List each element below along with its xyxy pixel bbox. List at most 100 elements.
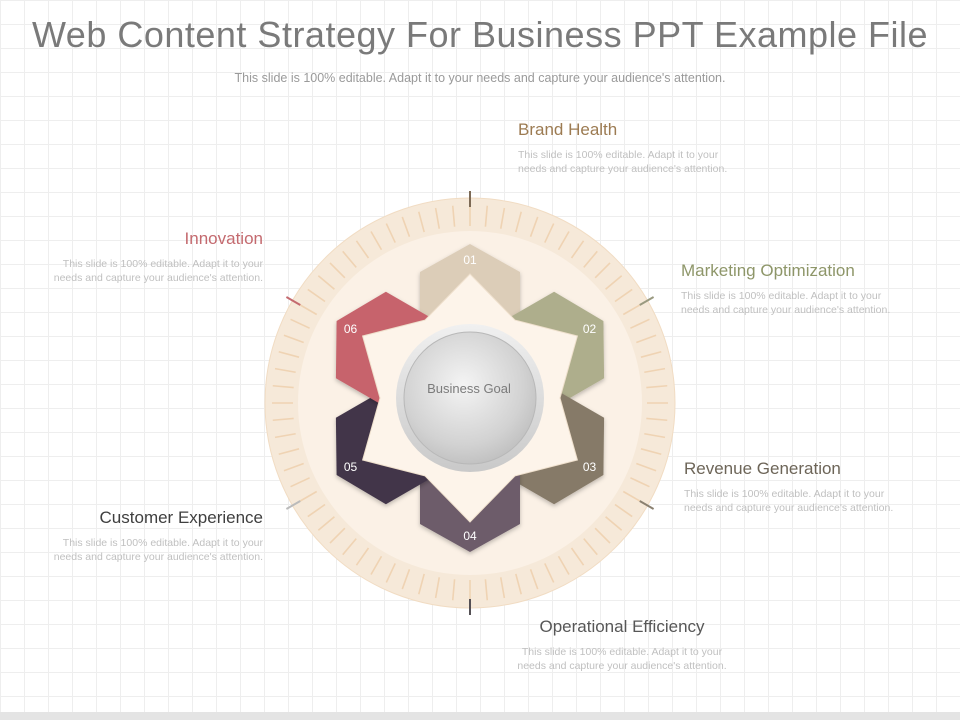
label-customer-experience: Customer Experience This slide is 100% e…: [33, 508, 263, 564]
ring-tick: [401, 216, 411, 237]
ring-tick: [644, 432, 666, 439]
ring-tick: [451, 205, 456, 227]
ring-tick: [594, 527, 611, 544]
ring-tick: [451, 579, 456, 601]
ring-tick: [636, 334, 657, 344]
ring-tick: [594, 262, 611, 279]
ring-tick: [499, 207, 506, 229]
ring-tick: [370, 555, 383, 575]
segment-03-number: 03: [583, 460, 597, 474]
label-operational-efficiency: Operational Efficiency This slide is 100…: [509, 617, 735, 673]
ring-tick: [640, 350, 662, 358]
label-brand-health: Brand Health This slide is 100% editable…: [518, 120, 748, 176]
ring-tick: [557, 231, 570, 251]
ring-tick: [290, 477, 310, 488]
ring-tick: [644, 367, 666, 374]
ring-tick: [646, 384, 668, 389]
ring-tick: [570, 240, 585, 259]
ring-tick: [614, 503, 633, 518]
ring-marker: [639, 296, 655, 306]
ring-tick: [307, 503, 326, 518]
ring-tick: [417, 211, 425, 233]
ring-tick: [622, 303, 642, 316]
ring-marker: [639, 500, 655, 510]
ring-tick: [630, 477, 650, 488]
ring-tick: [342, 538, 357, 556]
ring-tick: [317, 516, 335, 531]
ring-tick: [499, 577, 506, 599]
ring-tick: [544, 223, 555, 243]
ring-tick: [570, 547, 585, 566]
business-goal-circle: [403, 331, 537, 465]
ring-tick: [583, 538, 598, 556]
ring-tick: [274, 432, 296, 439]
ring-tick: [544, 563, 555, 583]
ring-tick: [385, 563, 396, 583]
ring-tick: [434, 207, 441, 229]
ring-tick: [329, 262, 346, 279]
segment-04-number: 04: [463, 529, 477, 543]
label-revenue-generation: Revenue Generation This slide is 100% ed…: [684, 459, 914, 515]
slide-subtitle: This slide is 100% editable. Adapt it to…: [234, 71, 726, 85]
ring-tick: [274, 367, 296, 374]
segment-01-number: 01: [463, 253, 477, 267]
ring-tick: [605, 516, 623, 531]
brand-health-title: Brand Health: [518, 120, 618, 139]
ring-tick: [484, 579, 489, 601]
ring-tick: [329, 527, 346, 544]
ring-markers: [285, 191, 655, 615]
ring-tick: [646, 417, 668, 422]
ring-tick: [355, 547, 370, 566]
label-marketing-optimization: Marketing Optimization This slide is 100…: [681, 261, 911, 317]
ring-tick: [605, 275, 623, 290]
ring-tick: [283, 462, 304, 472]
ring-tick: [290, 318, 310, 329]
ring-tick: [272, 417, 294, 422]
ring-tick: [640, 448, 662, 456]
marketing-optimization-text: This slide is 100% editable. Adapt it to…: [681, 290, 891, 316]
ring-tick: [529, 216, 539, 237]
ring-tick: [583, 250, 598, 268]
segment-02-number: 02: [583, 322, 597, 336]
ring-tick: [355, 240, 370, 259]
brand-health-text: This slide is 100% editable. Adapt it to…: [518, 149, 728, 175]
ring-tick: [370, 231, 383, 251]
ring-marker: [285, 296, 301, 306]
customer-experience-text: This slide is 100% editable. Adapt it to…: [53, 537, 263, 563]
revenue-generation-text: This slide is 100% editable. Adapt it to…: [684, 488, 894, 514]
ring-tick: [272, 384, 294, 389]
slide-title: Web Content Strategy For Business PPT Ex…: [31, 14, 929, 55]
ring-tick: [317, 275, 335, 290]
ring-tick: [298, 303, 318, 316]
ring-tick: [417, 573, 425, 595]
ring-tick: [307, 288, 326, 303]
ring-tick: [298, 490, 318, 503]
ring-tick: [278, 350, 300, 358]
ring-ticks: [272, 205, 668, 601]
ring-tick: [630, 318, 650, 329]
label-innovation: Innovation This slide is 100% editable. …: [33, 229, 263, 285]
ring-tick: [622, 490, 642, 503]
business-goal-label: Business Goal: [427, 381, 511, 396]
ring-tick: [557, 555, 570, 575]
ring-tick: [515, 211, 523, 233]
ring-tick: [278, 448, 300, 456]
innovation-title: Innovation: [184, 229, 263, 248]
revenue-generation-title: Revenue Generation: [684, 459, 841, 478]
operational-efficiency-text: This slide is 100% editable. Adapt it to…: [517, 646, 727, 672]
ring-tick: [614, 288, 633, 303]
customer-experience-title: Customer Experience: [99, 508, 263, 527]
ring-tick: [484, 205, 489, 227]
ring-tick: [515, 573, 523, 595]
ring-tick: [385, 223, 396, 243]
operational-efficiency-title: Operational Efficiency: [539, 617, 705, 636]
ring-tick: [529, 569, 539, 590]
segment-06-number: 06: [344, 322, 358, 336]
marketing-optimization-title: Marketing Optimization: [681, 261, 855, 280]
ring-tick: [636, 462, 657, 472]
innovation-text: This slide is 100% editable. Adapt it to…: [53, 258, 263, 284]
ring-tick: [401, 569, 411, 590]
ring-marker: [285, 500, 301, 510]
ring-tick: [434, 577, 441, 599]
